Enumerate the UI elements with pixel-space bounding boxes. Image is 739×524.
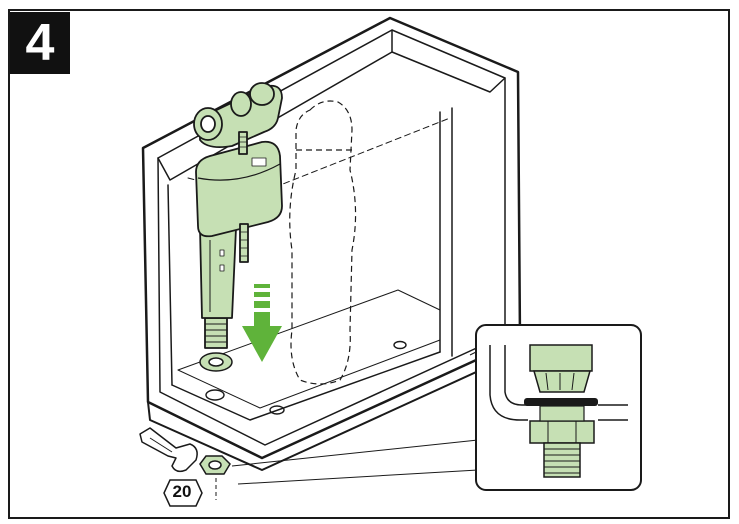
nut-icon (200, 456, 230, 474)
washer-icon (200, 353, 232, 371)
tool-size-label: 20 (165, 478, 199, 506)
step-number-badge: 4 (10, 12, 70, 74)
detail-inset (476, 325, 641, 490)
